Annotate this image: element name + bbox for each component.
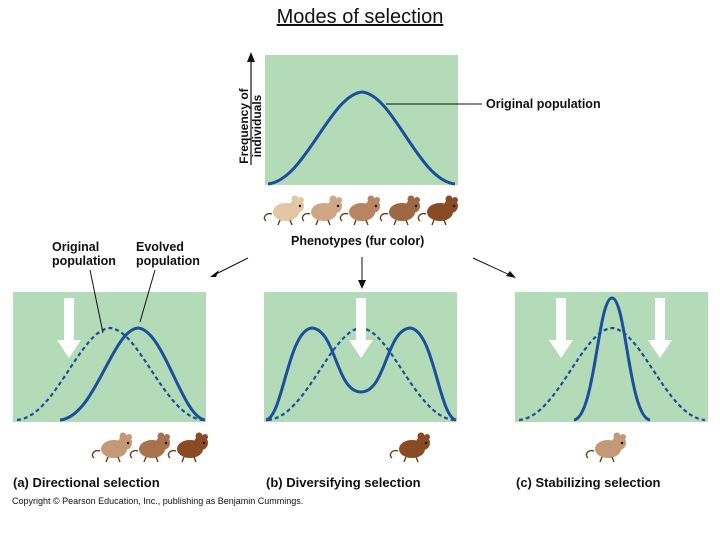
original-distribution-dashed [16, 326, 204, 422]
page-title: Modes of selection [276, 6, 444, 28]
original-distribution-dashed [518, 326, 706, 422]
right-arrow [472, 257, 513, 277]
panel-c-caption: (c) Stabilizing selection [516, 476, 660, 490]
mouse-icon [339, 194, 381, 226]
original-label-line2: population [52, 254, 116, 268]
panel-c-name: Stabilizing selection [535, 475, 661, 490]
left-arrow [211, 257, 249, 277]
panel-b-caption: (b) Diversifying selection [266, 476, 421, 490]
panel-b-name: Diversifying selection [286, 475, 421, 490]
panel-a-letter: (a) [13, 475, 29, 490]
mouse-icon [585, 431, 627, 463]
evolved-label: Evolved population [136, 240, 200, 268]
mouse-icon [129, 431, 171, 463]
copyright-notice: Copyright © Pearson Education, Inc., pub… [12, 496, 304, 506]
panel-b-letter: (b) [266, 475, 283, 490]
original-label-line1: Original [52, 240, 100, 254]
mouse-icon [379, 194, 421, 226]
evolved-distribution-curve [59, 326, 206, 422]
mouse-icon [417, 194, 459, 226]
original-population-curve [267, 90, 456, 186]
original-label: Original population [52, 240, 116, 268]
y-axis-label: Frequency of individuals [237, 71, 264, 181]
panel-a-name: Directional selection [32, 475, 160, 490]
original-population-label: Original population [486, 97, 601, 111]
stabilizing-panel [515, 292, 708, 422]
evolved-label-line2: population [136, 254, 200, 268]
selection-arrow [57, 298, 81, 358]
panel-c-letter: (c) [516, 475, 532, 490]
selection-arrow [349, 298, 373, 358]
evolved-distribution-curve [265, 326, 457, 422]
y-axis-label-line2: individuals [250, 94, 264, 158]
original-population-panel [265, 55, 458, 185]
mouse-icon [389, 431, 431, 463]
panel-a-caption: (a) Directional selection [13, 476, 160, 490]
mouse-icon [301, 194, 343, 226]
directional-panel [13, 292, 206, 422]
y-axis-arrowhead [247, 52, 255, 62]
selection-arrow [549, 298, 573, 358]
selection-arrow [648, 298, 672, 358]
mouse-icon [167, 431, 209, 463]
x-axis-label: Phenotypes (fur color) [291, 234, 425, 248]
mouse-icon [91, 431, 133, 463]
mouse-icon [263, 194, 305, 226]
evolved-distribution-curve [573, 296, 651, 422]
evolved-label-line1: Evolved [136, 240, 184, 254]
